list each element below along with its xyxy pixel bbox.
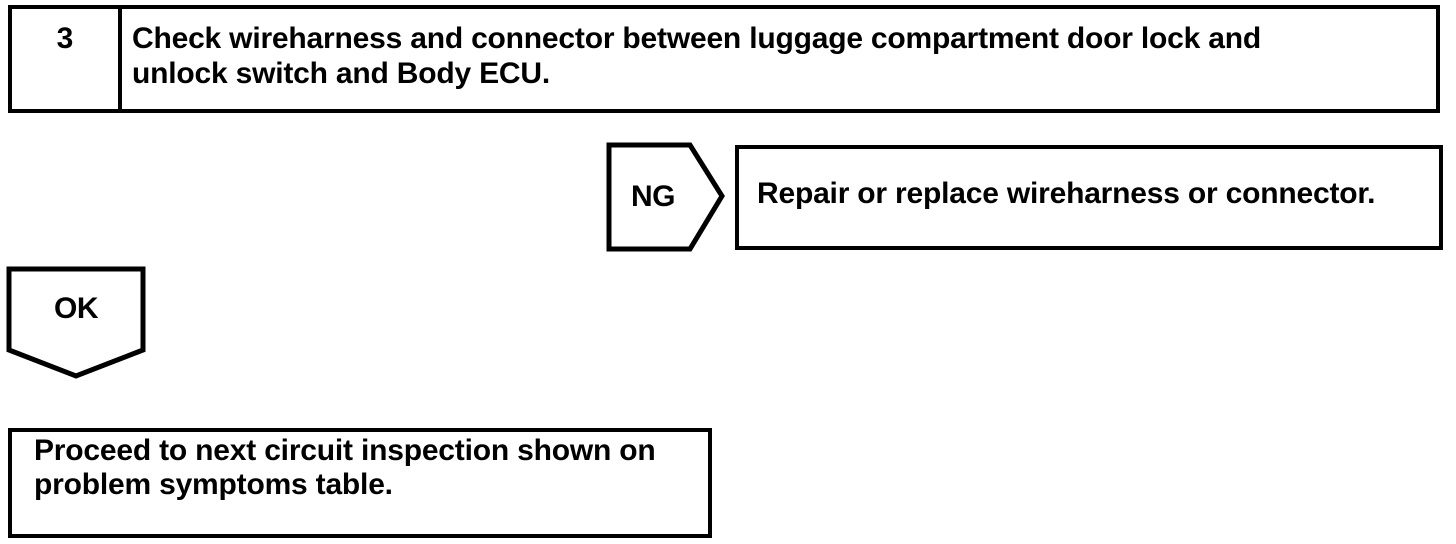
result-line-2: problem symptoms table. bbox=[34, 468, 393, 501]
ng-connector-shape: NG bbox=[606, 142, 726, 252]
step-instruction-line-1: Check wireharness and connector between … bbox=[132, 22, 1261, 55]
ok-connector-shape: OK bbox=[6, 266, 146, 380]
step-number-cell: 3 bbox=[12, 9, 122, 109]
step-box: 3 Check wireharness and connector betwee… bbox=[8, 5, 1440, 113]
result-box: Proceed to next circuit inspection shown… bbox=[8, 428, 712, 538]
ng-action-text: Repair or replace wireharness or connect… bbox=[757, 176, 1376, 210]
ok-label: OK bbox=[54, 292, 99, 325]
ng-action-box: Repair or replace wireharness or connect… bbox=[735, 145, 1443, 250]
ng-label: NG bbox=[631, 180, 676, 213]
ok-pentagon-icon bbox=[6, 266, 146, 379]
step-number: 3 bbox=[56, 22, 74, 55]
ng-pentagon-icon bbox=[606, 142, 725, 252]
step-instruction-line-2: unlock switch and Body ECU. bbox=[132, 57, 550, 90]
step-instruction: Check wireharness and connector between … bbox=[122, 9, 1275, 109]
result-line-1: Proceed to next circuit inspection shown… bbox=[34, 434, 656, 467]
